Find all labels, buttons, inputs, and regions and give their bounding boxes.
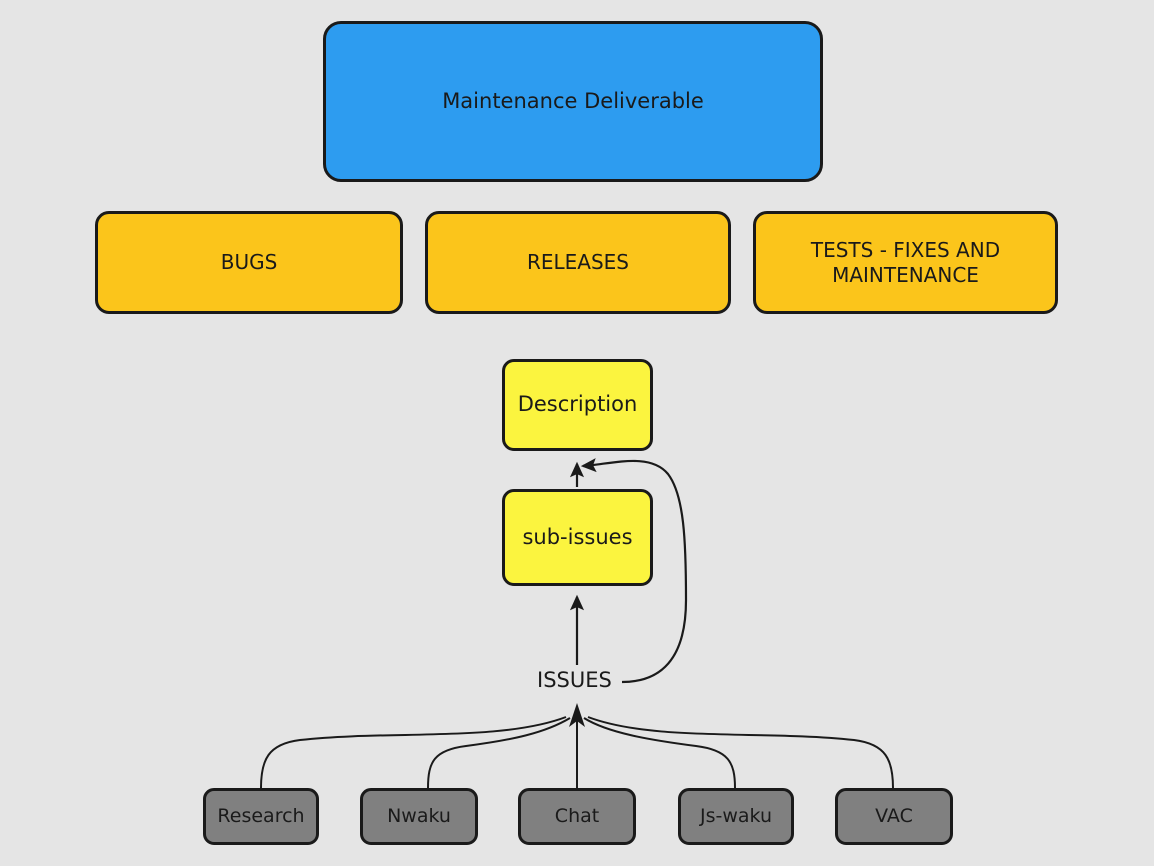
node-vac[interactable]: VAC: [835, 788, 953, 845]
node-description[interactable]: Description: [502, 359, 653, 451]
edge-label-issues: ISSUES: [535, 668, 614, 692]
edge-nwaku-to-issues: [427, 717, 571, 789]
node-label-maintenance-deliverable: Maintenance Deliverable: [442, 88, 704, 113]
node-label-chat: Chat: [554, 804, 600, 827]
node-label-vac: VAC: [875, 804, 913, 827]
node-label-tests-fixes-and-maintenance: TESTS - FIXES AND MAINTENANCE: [810, 238, 1001, 287]
node-label-description: Description: [517, 392, 638, 417]
edge-research-to-issues: [260, 716, 567, 789]
node-js-waku[interactable]: Js-waku: [678, 788, 794, 845]
edge-issues-to-description: [580, 458, 688, 684]
node-label-js-waku: Js-waku: [699, 804, 772, 827]
node-nwaku[interactable]: Nwaku: [360, 788, 478, 845]
node-label-bugs: BUGS: [220, 250, 278, 275]
node-research[interactable]: Research: [203, 788, 319, 845]
node-sub-issues[interactable]: sub-issues: [502, 489, 653, 586]
node-maintenance-deliverable[interactable]: Maintenance Deliverable: [323, 21, 823, 182]
node-label-releases: RELEASES: [526, 250, 630, 275]
node-label-research: Research: [217, 804, 305, 827]
node-label-sub-issues: sub-issues: [522, 524, 633, 549]
node-tests-fixes-and-maintenance[interactable]: TESTS - FIXES AND MAINTENANCE: [753, 211, 1058, 314]
node-bugs[interactable]: BUGS: [95, 211, 403, 314]
node-chat[interactable]: Chat: [518, 788, 636, 845]
node-releases[interactable]: RELEASES: [425, 211, 731, 314]
edge-jswaku-to-issues: [583, 717, 736, 789]
edge-vac-to-issues: [587, 716, 894, 789]
node-label-nwaku: Nwaku: [387, 804, 451, 827]
